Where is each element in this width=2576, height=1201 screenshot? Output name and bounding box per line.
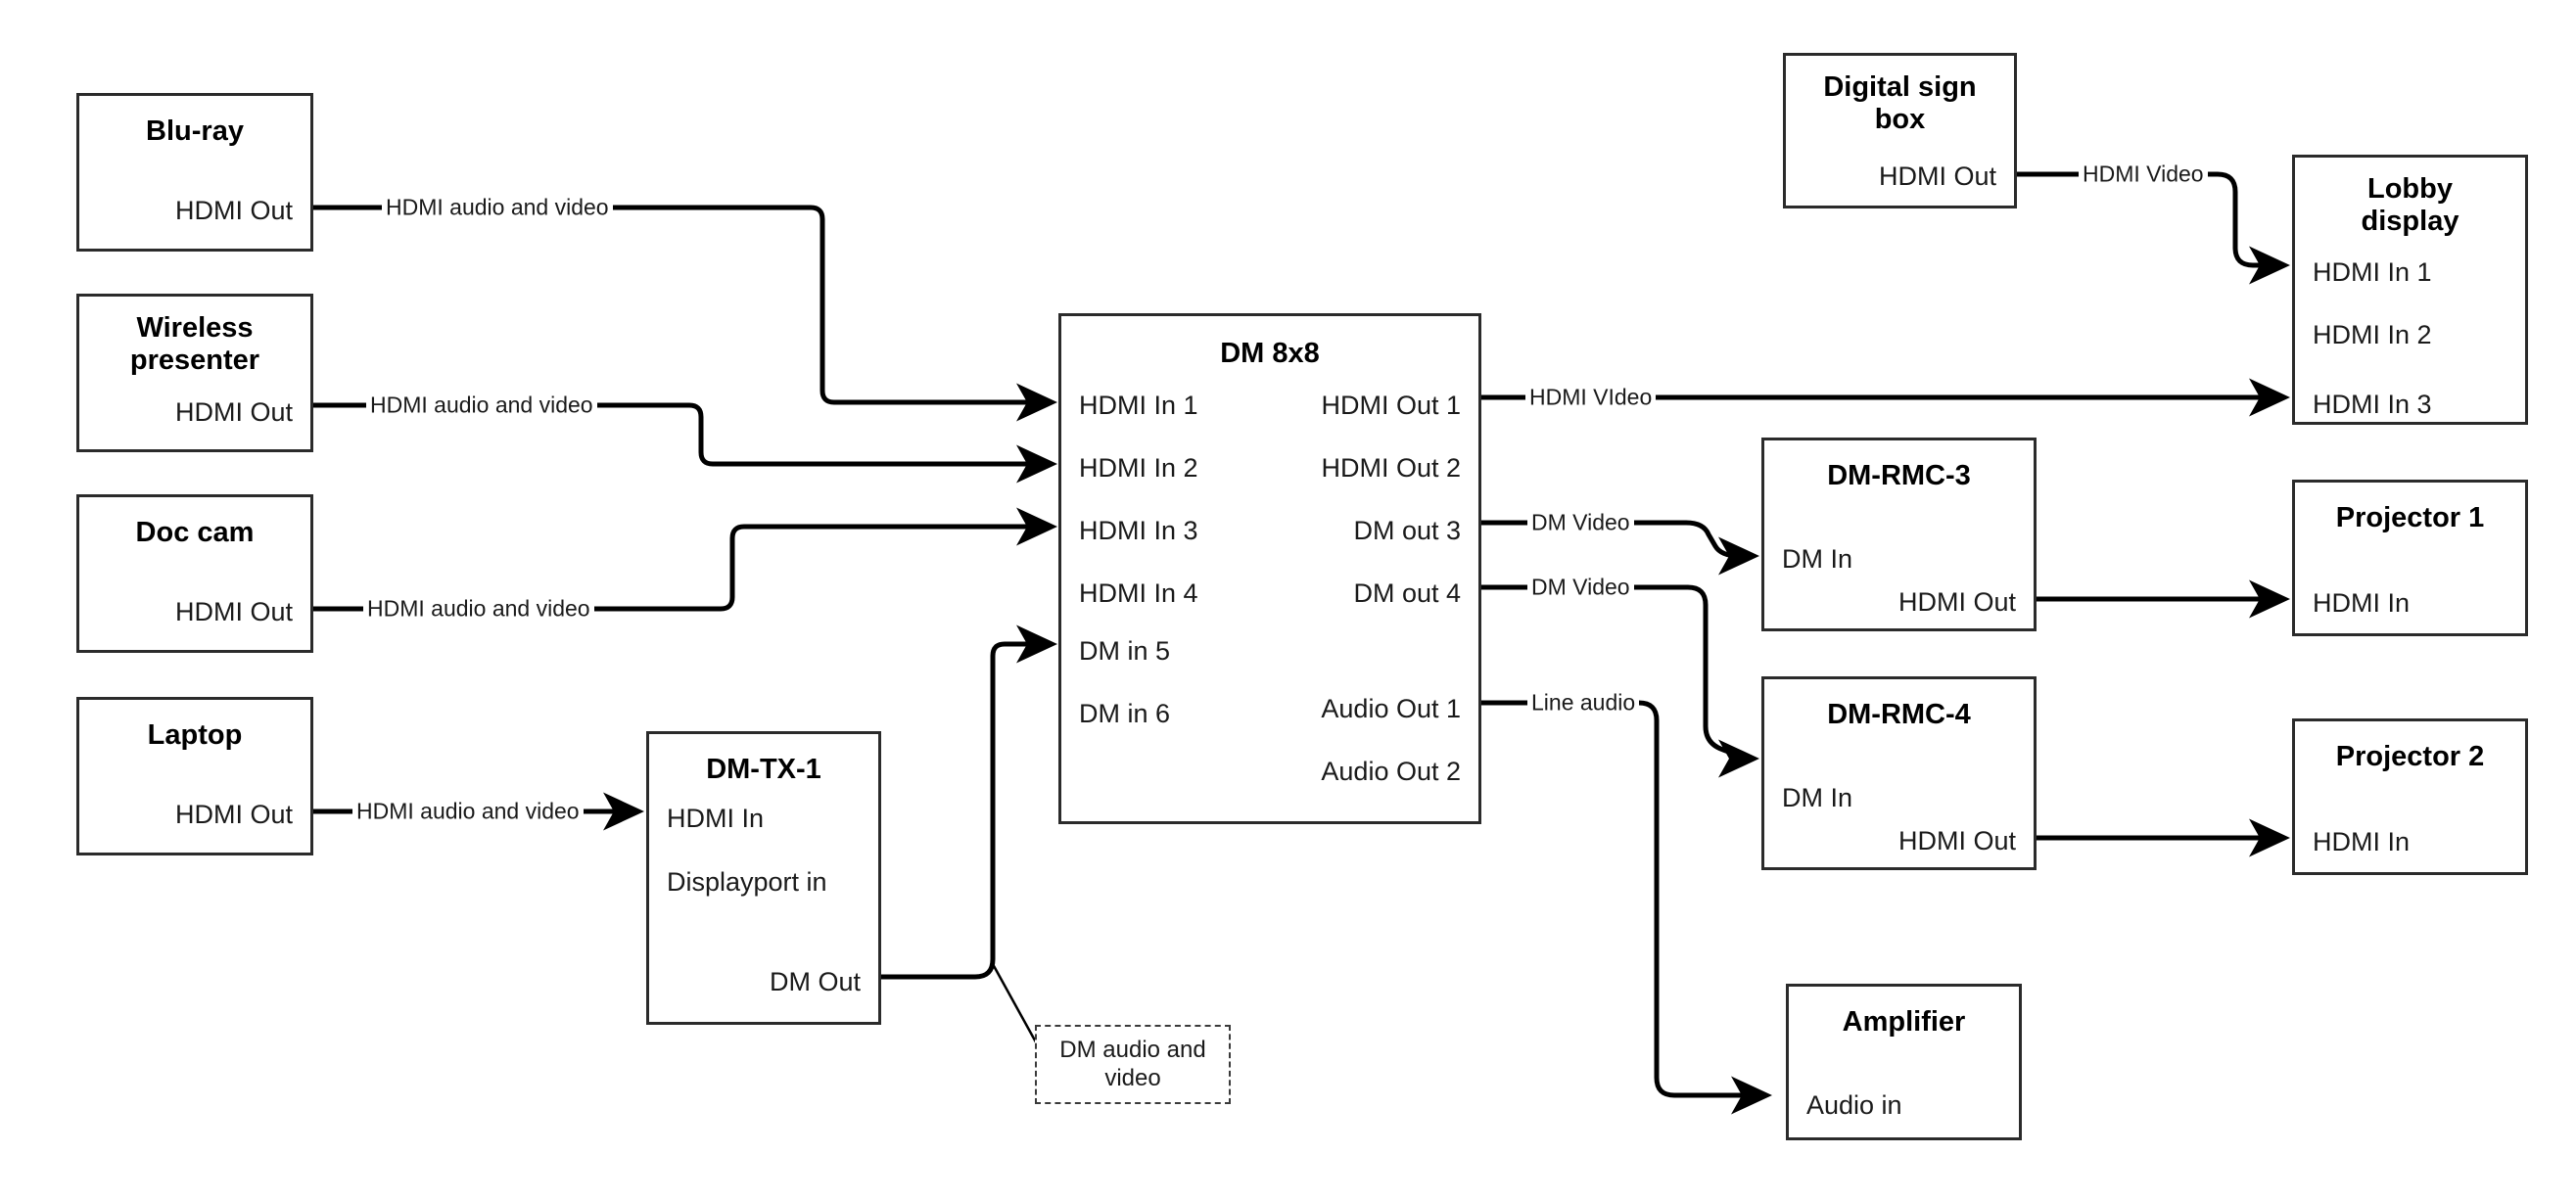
node-blu-ray[interactable]: Blu-ray HDMI Out — [76, 93, 313, 252]
node-laptop[interactable]: Laptop HDMI Out — [76, 697, 313, 855]
node-title-lobby-display-line1: Lobby — [2367, 173, 2453, 205]
port-laptop-hdmi-out[interactable]: HDMI Out — [174, 800, 293, 829]
node-title-digital-sign-box-line2: box — [1874, 104, 1926, 135]
port-lobby-display-hdmi-in-2[interactable]: HDMI In 2 — [2313, 320, 2432, 349]
wire-label-digitalsign-to-lobby: HDMI Video — [2079, 162, 2208, 186]
node-title-projector-1: Projector 1 — [2335, 502, 2485, 533]
port-dm-8x8-dm-out-3[interactable]: DM out 3 — [1353, 516, 1461, 545]
port-amplifier-audio-in[interactable]: Audio in — [1806, 1090, 1902, 1120]
wire-label-dm8x8-out4-to-rmc4: DM Video — [1527, 576, 1634, 599]
port-doc-cam-hdmi-out[interactable]: HDMI Out — [174, 597, 293, 626]
wire-label-bluray-to-dm8x8: HDMI audio and video — [382, 196, 613, 219]
wire-label-dm8x8-out3-to-rmc3: DM Video — [1527, 511, 1634, 534]
port-dm-rmc-4-hdmi-out[interactable]: HDMI Out — [1897, 826, 2016, 855]
node-title-wireless-presenter-line2: presenter — [129, 345, 260, 376]
wire-label-wireless-to-dm8x8: HDMI audio and video — [366, 393, 597, 417]
node-doc-cam[interactable]: Doc cam HDMI Out — [76, 494, 313, 653]
port-dm-8x8-dm-in-6[interactable]: DM in 6 — [1079, 699, 1171, 728]
node-lobby-display[interactable]: Lobby display HDMI In 1 HDMI In 2 HDMI I… — [2292, 155, 2528, 425]
wire-label-laptop-to-dmtx1: HDMI audio and video — [352, 800, 584, 823]
node-title-digital-sign-box-line1: Digital sign — [1823, 71, 1977, 103]
port-dm-rmc-4-dm-in[interactable]: DM In — [1782, 783, 1853, 812]
port-wireless-presenter-hdmi-out[interactable]: HDMI Out — [174, 397, 293, 427]
node-digital-sign-box[interactable]: Digital sign box HDMI Out — [1783, 53, 2017, 208]
port-dm-tx-1-hdmi-in[interactable]: HDMI In — [667, 804, 765, 833]
node-title-projector-2: Projector 2 — [2335, 741, 2485, 772]
wire-dm8x8-out4-to-rmc4 — [1481, 584, 1760, 778]
port-dm-8x8-audio-out-2[interactable]: Audio Out 2 — [1321, 757, 1461, 786]
wire-label-dm8x8-audio-to-amplifier: Line audio — [1527, 691, 1640, 715]
node-title-dm-8x8: DM 8x8 — [1220, 338, 1320, 369]
port-dm-rmc-3-hdmi-out[interactable]: HDMI Out — [1897, 587, 2016, 617]
port-dm-8x8-dm-out-4[interactable]: DM out 4 — [1353, 578, 1461, 608]
port-dm-8x8-hdmi-in-2[interactable]: HDMI In 2 — [1079, 453, 1198, 483]
node-projector-2[interactable]: Projector 2 HDMI In — [2292, 718, 2528, 875]
wire-dm8x8-audioout1-to-amplifier — [1481, 700, 1773, 1115]
port-dm-8x8-audio-out-1[interactable]: Audio Out 1 — [1321, 694, 1461, 723]
port-dm-tx-1-dm-out[interactable]: DM Out — [769, 967, 861, 996]
node-dm-rmc-3[interactable]: DM-RMC-3 DM In HDMI Out — [1761, 438, 2037, 631]
node-title-doc-cam: Doc cam — [135, 517, 255, 548]
node-dm-tx-1[interactable]: DM-TX-1 HDMI In Displayport in DM Out — [646, 731, 881, 1025]
port-dm-8x8-hdmi-in-4[interactable]: HDMI In 4 — [1079, 578, 1198, 608]
port-dm-8x8-hdmi-out-2[interactable]: HDMI Out 2 — [1321, 453, 1461, 483]
port-projector-2-hdmi-in[interactable]: HDMI In — [2313, 827, 2411, 856]
node-title-blu-ray: Blu-ray — [146, 115, 244, 147]
wire-bluray-to-dm8x8-in1 — [313, 205, 1058, 422]
port-dm-8x8-hdmi-in-1[interactable]: HDMI In 1 — [1079, 391, 1198, 420]
node-title-laptop: Laptop — [147, 719, 243, 751]
node-title-wireless-presenter-line1: Wireless — [136, 312, 254, 344]
port-dm-tx-1-displayport-in[interactable]: Displayport in — [667, 867, 827, 897]
node-title-dm-rmc-4: DM-RMC-4 — [1827, 699, 1971, 730]
wire-label-doccam-to-dm8x8: HDMI audio and video — [363, 597, 594, 621]
annotation-dm-audio-and-video: DM audio and video — [1035, 1025, 1231, 1104]
port-dm-8x8-dm-in-5[interactable]: DM in 5 — [1079, 636, 1171, 666]
node-title-amplifier: Amplifier — [1842, 1006, 1966, 1038]
port-digital-sign-box-hdmi-out[interactable]: HDMI Out — [1878, 162, 1996, 191]
port-blu-ray-hdmi-out[interactable]: HDMI Out — [174, 196, 293, 225]
wire-dmtx1-to-dm8x8-in5 — [881, 624, 1058, 980]
wire-digitalsign-to-lobby-in1 — [2017, 171, 2291, 285]
node-projector-1[interactable]: Projector 1 HDMI In — [2292, 480, 2528, 636]
wire-label-dm8x8-out1-to-lobby: HDMI VIdeo — [1525, 386, 1657, 409]
port-projector-1-hdmi-in[interactable]: HDMI In — [2313, 588, 2411, 618]
node-title-dm-tx-1: DM-TX-1 — [706, 754, 821, 785]
port-dm-8x8-hdmi-in-3[interactable]: HDMI In 3 — [1079, 516, 1198, 545]
leader-line-dm-annotation — [991, 963, 1042, 1050]
port-lobby-display-hdmi-in-1[interactable]: HDMI In 1 — [2313, 257, 2432, 287]
node-title-lobby-display-line2: display — [2361, 206, 2459, 237]
node-amplifier[interactable]: Amplifier Audio in — [1786, 984, 2022, 1140]
node-dm-8x8[interactable]: DM 8x8 HDMI In 1 HDMI In 2 HDMI In 3 HDM… — [1058, 313, 1481, 824]
port-dm-rmc-3-dm-in[interactable]: DM In — [1782, 544, 1853, 574]
node-wireless-presenter[interactable]: Wireless presenter HDMI Out — [76, 294, 313, 452]
port-dm-8x8-hdmi-out-1[interactable]: HDMI Out 1 — [1321, 391, 1461, 420]
node-dm-rmc-4[interactable]: DM-RMC-4 DM In HDMI Out — [1761, 676, 2037, 870]
node-title-dm-rmc-3: DM-RMC-3 — [1827, 460, 1971, 491]
port-lobby-display-hdmi-in-3[interactable]: HDMI In 3 — [2313, 390, 2432, 419]
